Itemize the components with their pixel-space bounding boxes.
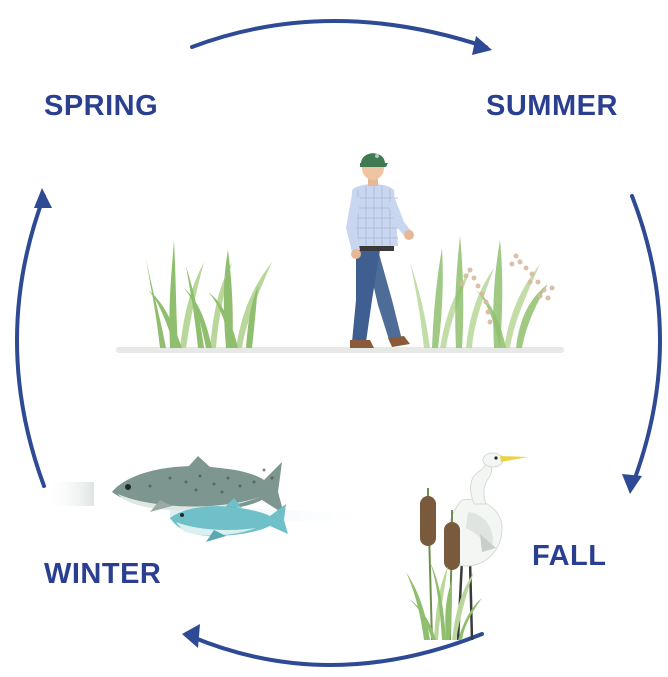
salmon-fish-icon [112, 456, 284, 514]
arrowhead-winter-icon [182, 624, 200, 648]
farmer-walking-icon [346, 153, 414, 348]
arrow-fall-to-winter-icon [190, 634, 482, 665]
arrow-winter-to-spring-icon [17, 196, 44, 486]
rice-plant-icon-right [410, 236, 555, 348]
arrowhead-fall-icon [622, 474, 642, 494]
arrowhead-spring-icon [34, 188, 52, 208]
arrow-spring-to-summer-icon [192, 21, 486, 47]
cycle-arrows [17, 21, 660, 665]
rice-plant-icon-left [146, 240, 272, 348]
arrow-summer-to-fall-icon [632, 196, 660, 486]
arrowhead-summer-icon [472, 36, 492, 55]
